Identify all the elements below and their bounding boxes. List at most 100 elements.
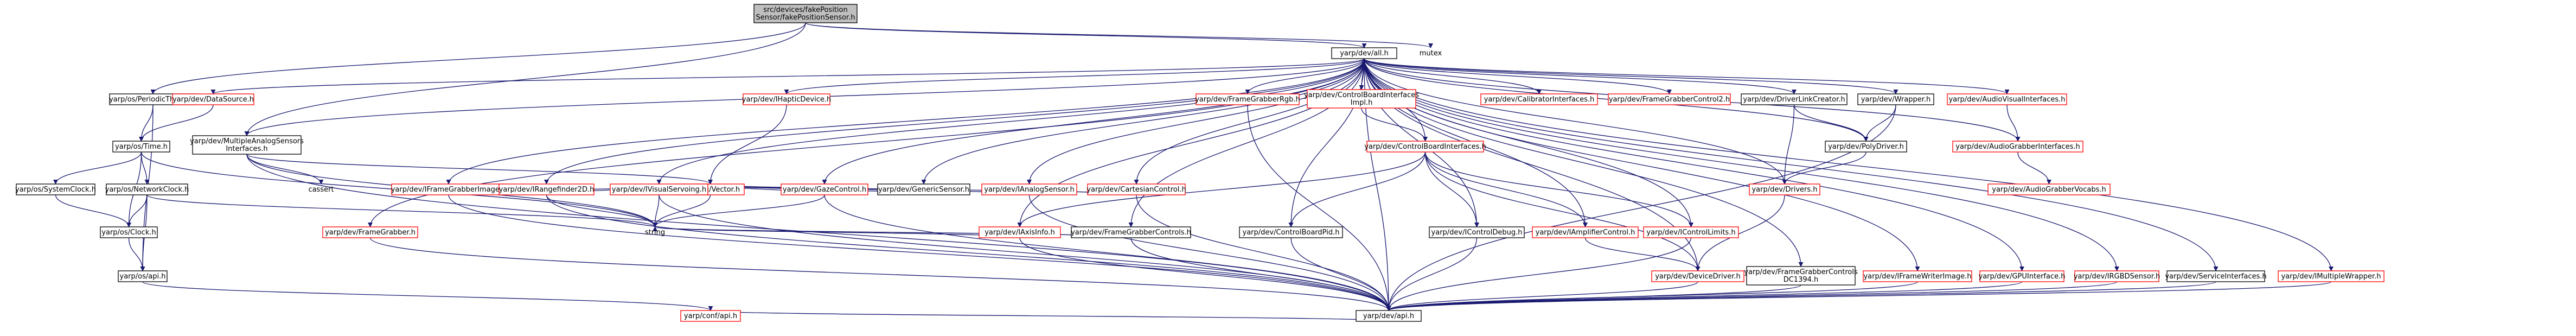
node-box-icontrollimits: [1643, 226, 1739, 238]
edge-all-to-datasource: [210, 58, 1365, 94]
node-gaze[interactable]: yarp/dev/GazeControl.h: [781, 183, 868, 195]
edge-audiograbber-to-audiograbbervocabs: [2017, 151, 2052, 185]
edge-all-to-genericsensor: [921, 58, 1365, 185]
node-box-genericsensor: [877, 183, 970, 195]
node-label-drivers-0: yarp/dev/Drivers.h: [1752, 186, 1817, 194]
edge-cbi-to-iamplifier: [1424, 151, 1588, 227]
node-label-visualservoing-0: yarp/dev/IVisualServoing.h: [612, 186, 706, 194]
node-framegrabberimage[interactable]: yarp/dev/IFrameGrabberImage.h: [391, 183, 507, 195]
node-cbpid[interactable]: yarp/dev/ControlBoardPid.h: [1239, 226, 1343, 238]
edge-root-to-multianalog: [244, 22, 806, 136]
node-label-analogsensor-0: yarp/dev/IAnalogSensor.h: [984, 186, 1074, 194]
edge-time-to-systemclock: [53, 151, 142, 185]
node-icontrollimits[interactable]: yarp/dev/IControlLimits.h: [1643, 226, 1739, 238]
edge-all-to-drivers: [1364, 58, 1787, 185]
node-label-cbiimpl-0: yarp/dev/ControlBoardInterfaces: [1304, 91, 1419, 99]
node-box-cbiimpl: [1307, 89, 1416, 109]
node-rangefinder[interactable]: yarp/dev/IRangefinder2D.h: [498, 183, 595, 195]
node-box-gaze: [781, 183, 868, 195]
node-systemclock[interactable]: yarp/os/SystemClock.h: [15, 183, 96, 195]
node-polydriver[interactable]: yarp/dev/PolyDriver.h: [1825, 141, 1907, 153]
node-devicedriver[interactable]: yarp/dev/DeviceDriver.h: [1651, 270, 1744, 282]
node-visualservoing[interactable]: yarp/dev/IVisualServoing.h: [610, 183, 708, 195]
edge-all-to-rgbd: [1364, 58, 2119, 271]
node-label-fgcontrols-0: yarp/dev/FrameGrabberControls.h: [1071, 229, 1191, 237]
node-label-multiplewrapper-0: yarp/dev/IMultipleWrapper.h: [2281, 272, 2381, 281]
node-label-systemclock-0: yarp/os/SystemClock.h: [15, 186, 96, 194]
node-time[interactable]: yarp/os/Time.h: [112, 141, 170, 153]
edge-multianalog-to-cassert: [246, 154, 324, 185]
node-label-root-0: src/devices/fakePosition: [763, 6, 847, 14]
node-label-devapi-0: yarp/dev/api.h: [1363, 312, 1414, 320]
edge-rangefinder-to-string: [546, 194, 657, 227]
node-label-haptic-0: yarp/dev/IHapticDevice.h: [742, 96, 831, 104]
node-audiograbber[interactable]: yarp/dev/AudioGrabberInterfaces.h: [1952, 141, 2083, 153]
edge-all-to-multiplewrapper: [1364, 58, 2334, 271]
node-networkclock[interactable]: yarp/os/NetworkClock.h: [105, 183, 189, 195]
node-label-multianalog-0: yarp/dev/MultipleAnalogSensors: [190, 137, 304, 145]
node-drivers[interactable]: yarp/dev/Drivers.h: [1749, 183, 1820, 195]
node-box-systemclock: [16, 183, 95, 195]
node-box-framewriter: [1863, 270, 1972, 282]
node-box-audiograbbervocabs: [1987, 183, 2111, 195]
node-wrapper[interactable]: yarp/dev/Wrapper.h: [1857, 93, 1934, 105]
node-label-audiograbber-0: yarp/dev/AudioGrabberInterfaces.h: [1955, 143, 2080, 151]
edge-all-to-audiovisual: [1364, 58, 2010, 94]
edge-all-to-haptic: [784, 58, 1365, 94]
node-framewriter[interactable]: yarp/dev/IFrameWriterImage.h: [1863, 270, 1972, 282]
node-fgcontrols[interactable]: yarp/dev/FrameGrabberControls.h: [1071, 226, 1191, 238]
node-devapi[interactable]: yarp/dev/api.h: [1356, 310, 1422, 322]
edge-gaze-to-devapi: [824, 194, 1391, 311]
edge-drivercreator-to-drivers: [1782, 104, 1795, 185]
edge-analogsensor-to-devapi: [1028, 194, 1391, 311]
node-label-rgbd-0: yarp/dev/IRGBDSensor.h: [2074, 272, 2160, 281]
node-box-framegrabber: [322, 226, 418, 238]
node-clock[interactable]: yarp/os/Clock.h: [100, 226, 158, 238]
node-iamplifier[interactable]: yarp/dev/IAmplifierControl.h: [1532, 226, 1639, 238]
node-box-audiovisual: [1947, 93, 2067, 105]
node-calibrator[interactable]: yarp/dev/CalibratorInterfaces.h: [1480, 93, 1598, 105]
edge-all-to-gaze: [822, 58, 1365, 185]
node-root[interactable]: src/devices/fakePositionSensor/fakePosit…: [753, 4, 858, 23]
edge-clock-to-osapi: [128, 237, 145, 271]
node-haptic[interactable]: yarp/dev/IHapticDevice.h: [742, 93, 831, 105]
node-gpu[interactable]: yarp/dev/GPUInterface.h: [1979, 270, 2066, 282]
node-box-root: [753, 4, 858, 23]
node-audiovisual[interactable]: yarp/dev/AudioVisualInterfaces.h: [1947, 93, 2067, 105]
node-framegrabberrgb[interactable]: yarp/dev/FrameGrabberRgb.h: [1195, 93, 1300, 105]
node-all[interactable]: yarp/dev/all.h: [1331, 47, 1397, 59]
node-osapi[interactable]: yarp/os/api.h: [118, 270, 168, 282]
edge-all-to-drivercreator: [1364, 58, 1797, 94]
node-fgcontrol2[interactable]: yarp/dev/FrameGrabberControl2.h: [1608, 93, 1731, 105]
node-label-calibrator-0: yarp/dev/CalibratorInterfaces.h: [1484, 96, 1595, 104]
node-cartesian[interactable]: yarp/dev/CartesianControl.h: [1086, 183, 1186, 195]
node-box-datasource: [172, 93, 254, 105]
edge-networkclock-to-clock: [126, 194, 148, 227]
node-audiograbbervocabs[interactable]: yarp/dev/AudioGrabberVocabs.h: [1987, 183, 2111, 195]
node-multianalog[interactable]: yarp/dev/MultipleAnalogSensorsInterfaces…: [190, 135, 304, 155]
node-label-fgcontrolsdc-0: yarp/dev/FrameGrabberControls: [1744, 268, 1858, 276]
edge-all-to-service: [1364, 58, 2219, 271]
node-analogsensor[interactable]: yarp/dev/IAnalogSensor.h: [981, 183, 1077, 195]
node-rgbd[interactable]: yarp/dev/IRGBDSensor.h: [2074, 270, 2160, 282]
node-drivercreator[interactable]: yarp/dev/DriverLinkCreator.h: [1741, 93, 1848, 105]
node-confapi[interactable]: yarp/conf/api.h: [680, 310, 741, 322]
node-cbi[interactable]: yarp/dev/ControlBoardInterfaces.h: [1364, 141, 1486, 153]
node-label-iamplifier-0: yarp/dev/IAmplifierControl.h: [1536, 229, 1635, 237]
node-label-cbiimpl-1: Impl.h: [1351, 99, 1373, 107]
node-framegrabber[interactable]: yarp/dev/FrameGrabber.h: [322, 226, 418, 238]
node-label-datasource-0: yarp/dev/DataSource.h: [172, 96, 254, 104]
node-multiplewrapper[interactable]: yarp/dev/IMultipleWrapper.h: [2278, 270, 2385, 282]
node-datasource[interactable]: yarp/dev/DataSource.h: [172, 93, 254, 105]
node-icontroldebug[interactable]: yarp/dev/IControlDebug.h: [1429, 226, 1525, 238]
edge-framegrabber-to-devapi: [369, 237, 1391, 311]
node-iaxisinfo[interactable]: yarp/dev/IAxisInfo.h: [979, 226, 1061, 238]
node-service[interactable]: yarp/dev/ServiceInterfaces.h: [2165, 270, 2267, 282]
node-label-icontrollimits-0: yarp/dev/IControlLimits.h: [1646, 229, 1735, 237]
edge-periodic-to-time: [138, 104, 154, 142]
edge-cbpid-to-devapi: [1290, 237, 1391, 311]
node-genericsensor[interactable]: yarp/dev/GenericSensor.h: [877, 183, 970, 195]
edge-icontrollimits-to-devapi: [1386, 237, 1692, 311]
